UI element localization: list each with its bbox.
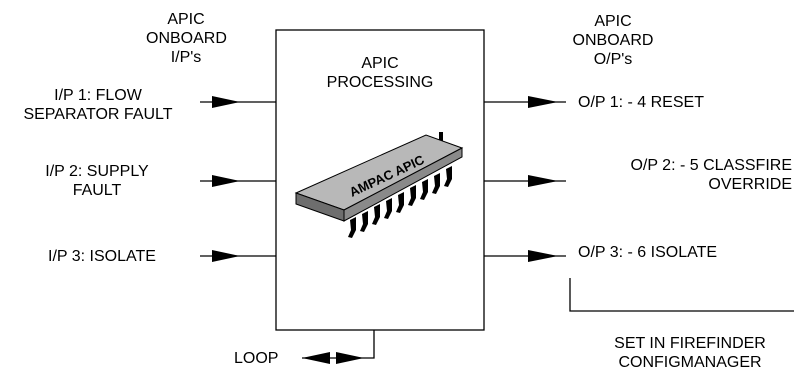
ic-chip: AMPAC APIC	[294, 132, 464, 238]
output-arrow-1	[484, 96, 566, 108]
processing-title: APIC PROCESSING	[326, 55, 434, 91]
outputs-header: APIC ONBOARD O/P's	[572, 13, 654, 68]
loop-connector	[302, 330, 375, 364]
note-bracket	[569, 278, 794, 312]
input-arrow-1	[200, 96, 276, 108]
input-label-3: I/P 3: ISOLATE	[48, 248, 156, 265]
input-arrow-3	[200, 250, 276, 262]
output-label-1: O/P 1: - 4 RESET	[578, 94, 704, 111]
inputs-header: APIC ONBOARD I/P's	[146, 11, 227, 66]
input-label-1: I/P 1: FLOW SEPARATOR FAULT	[23, 87, 173, 123]
output-label-3: O/P 3: - 6 ISOLATE	[578, 244, 718, 261]
output-arrow-2	[484, 175, 566, 187]
input-label-2: I/P 2: SUPPLY FAULT	[45, 163, 149, 199]
output-label-2: O/P 2: - 5 CLASSFIRE OVERRIDE	[630, 157, 792, 193]
output-arrow-3	[484, 250, 566, 262]
loop-label: LOOP	[234, 350, 279, 367]
config-note: SET IN FIREFINDER CONFIGMANAGER	[614, 335, 766, 371]
input-arrow-2	[200, 175, 276, 187]
